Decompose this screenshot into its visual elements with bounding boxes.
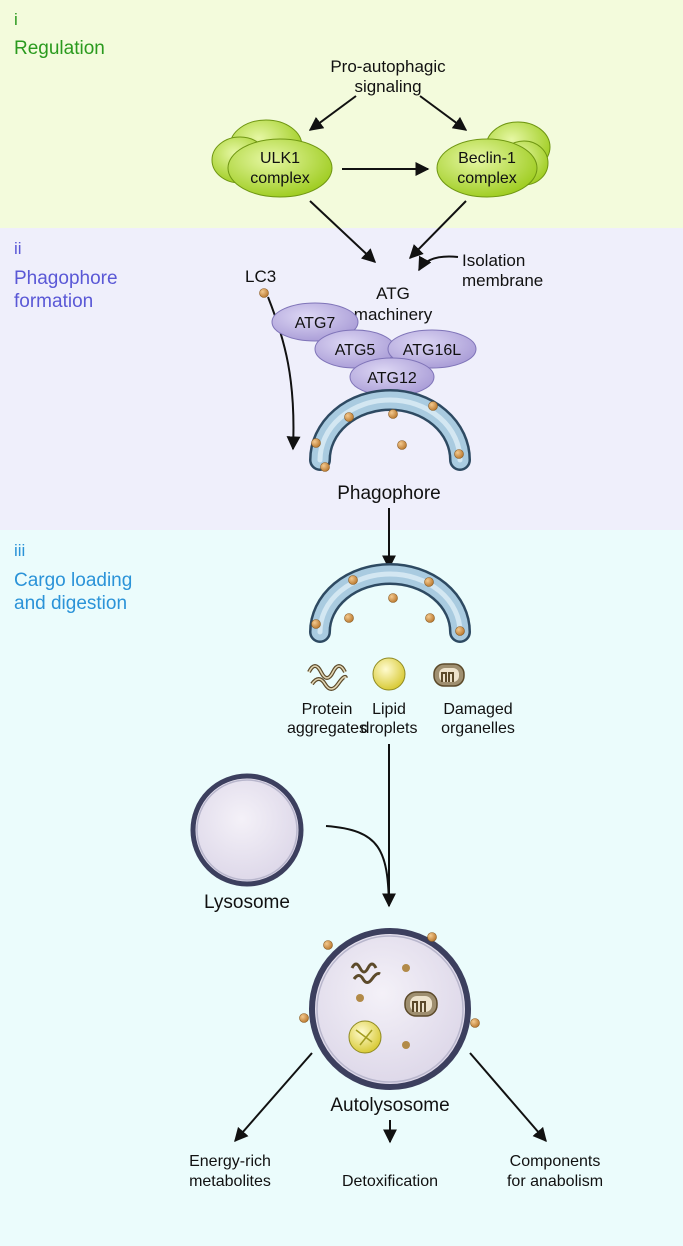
svg-text:aggregates: aggregates (287, 720, 367, 737)
protein-aggregates-label: Protein aggregates (287, 701, 367, 737)
svg-text:Pro-autophagic: Pro-autophagic (330, 57, 446, 76)
arrow-to-energy-metabolites (234, 1052, 313, 1143)
lc3-label: LC3 (245, 267, 276, 286)
svg-text:membrane: membrane (462, 271, 543, 290)
detoxification-label: Detoxification (342, 1173, 438, 1190)
cargo-loading-section (0, 530, 683, 1246)
cargo-lc3-dots (311, 575, 465, 636)
arrow-lc3-to-phagophore (267, 296, 301, 451)
svg-text:Beclin-1: Beclin-1 (458, 150, 516, 167)
ulk1-complex: ULK1 complex (211, 119, 333, 198)
phagophore-label: Phagophore (337, 483, 441, 504)
svg-text:Components: Components (510, 1153, 601, 1170)
isolation-membrane-label: Isolation membrane (462, 251, 543, 290)
arrow-lysosome-to-autolysosome (325, 825, 390, 907)
svg-text:ATG16L: ATG16L (403, 342, 462, 359)
svg-text:machinery: machinery (354, 305, 433, 324)
autolysosome-lc3-dots (299, 932, 480, 1028)
protein-aggregate-icon (307, 664, 348, 691)
arrow-isolation-membrane (418, 255, 459, 272)
svg-text:droplets: droplets (361, 720, 418, 737)
arrow-signal-to-ulk1 (308, 95, 357, 131)
svg-text:ULK1: ULK1 (260, 150, 300, 167)
cargo-phagophore-membrane (309, 563, 471, 643)
svg-text:Energy-rich: Energy-rich (189, 1153, 271, 1170)
energy-rich-metabolites-label: Energy-rich metabolites (189, 1153, 271, 1190)
svg-text:signaling: signaling (354, 77, 421, 96)
phagophore-formation-section (0, 228, 683, 530)
svg-text:complex: complex (457, 170, 517, 187)
lysosome (190, 773, 304, 887)
svg-text:ATG7: ATG7 (295, 315, 336, 332)
autolysosome (309, 928, 471, 1090)
arrow-to-components (469, 1052, 547, 1143)
phagophore-membrane (309, 389, 471, 471)
lipid-droplets-label: Lipid droplets (361, 701, 418, 737)
atg16l-protein: ATG16L (387, 329, 477, 369)
section-3-numeral: iii (14, 541, 26, 560)
damaged-organelles-label: Damaged organelles (441, 701, 515, 737)
svg-text:ATG5: ATG5 (335, 342, 376, 359)
lc3-dot (259, 288, 269, 298)
svg-text:Lipid: Lipid (372, 701, 406, 718)
svg-text:complex: complex (250, 170, 310, 187)
section-2-title: Phagophore formation (14, 268, 118, 312)
svg-text:Isolation: Isolation (462, 251, 525, 270)
svg-text:for anabolism: for anabolism (507, 1173, 603, 1190)
section-3-title: Cargo loading and digestion (14, 570, 133, 614)
phagophore-lc3-dots (311, 401, 464, 472)
arrow-ulk1-to-atg (309, 200, 377, 263)
damaged-organelle-icon (433, 663, 465, 687)
arrow-signal-to-beclin (419, 95, 468, 131)
lysosome-label: Lysosome (204, 892, 290, 913)
arrow-beclin-to-atg (409, 200, 467, 259)
atg-machinery-label: ATG machinery (354, 284, 433, 324)
section-1-numeral: i (14, 10, 18, 29)
lipid-droplet-icon (372, 657, 406, 691)
regulation-section (0, 0, 683, 228)
section-1-title: Regulation (14, 38, 105, 59)
svg-text:metabolites: metabolites (189, 1173, 271, 1190)
pro-autophagic-signaling-label: Pro-autophagic signaling (330, 57, 446, 96)
components-for-anabolism-label: Components for anabolism (507, 1153, 603, 1190)
autolysosome-label: Autolysosome (330, 1095, 449, 1116)
atg5-protein: ATG5 (314, 329, 396, 369)
atg7-protein: ATG7 (271, 302, 359, 342)
svg-text:ATG: ATG (376, 284, 410, 303)
svg-text:organelles: organelles (441, 720, 515, 737)
svg-text:ATG12: ATG12 (367, 370, 417, 387)
svg-text:Protein: Protein (302, 701, 353, 718)
svg-text:Damaged: Damaged (443, 701, 512, 718)
section-2-numeral: ii (14, 239, 22, 258)
beclin-1-complex: Beclin-1 complex (436, 121, 551, 198)
atg12-protein: ATG12 (349, 357, 435, 397)
